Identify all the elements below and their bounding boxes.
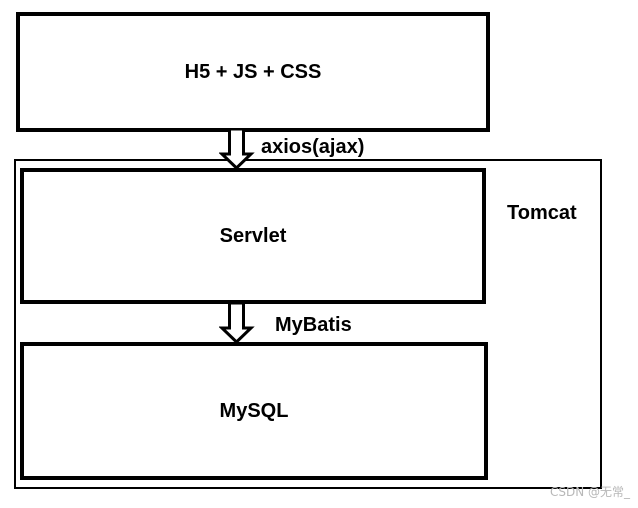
servlet-label: Servlet: [219, 224, 287, 247]
frontend-label: H5 + JS + CSS: [184, 60, 322, 83]
down-arrow-axios: [219, 128, 255, 170]
tomcat-label: Tomcat: [507, 202, 577, 224]
mysql-label: MySQL: [219, 399, 289, 422]
down-arrow-mybatis: [219, 302, 255, 344]
mybatis-label: MyBatis: [275, 314, 352, 336]
frontend-box: H5 + JS + CSS: [16, 12, 490, 132]
tomcat-container: [14, 159, 602, 489]
csdn-watermark: CSDN @无常_: [549, 485, 630, 499]
axios-label: axios(ajax): [261, 136, 365, 158]
mysql-box: MySQL: [20, 342, 488, 480]
servlet-box: Servlet: [20, 168, 486, 304]
